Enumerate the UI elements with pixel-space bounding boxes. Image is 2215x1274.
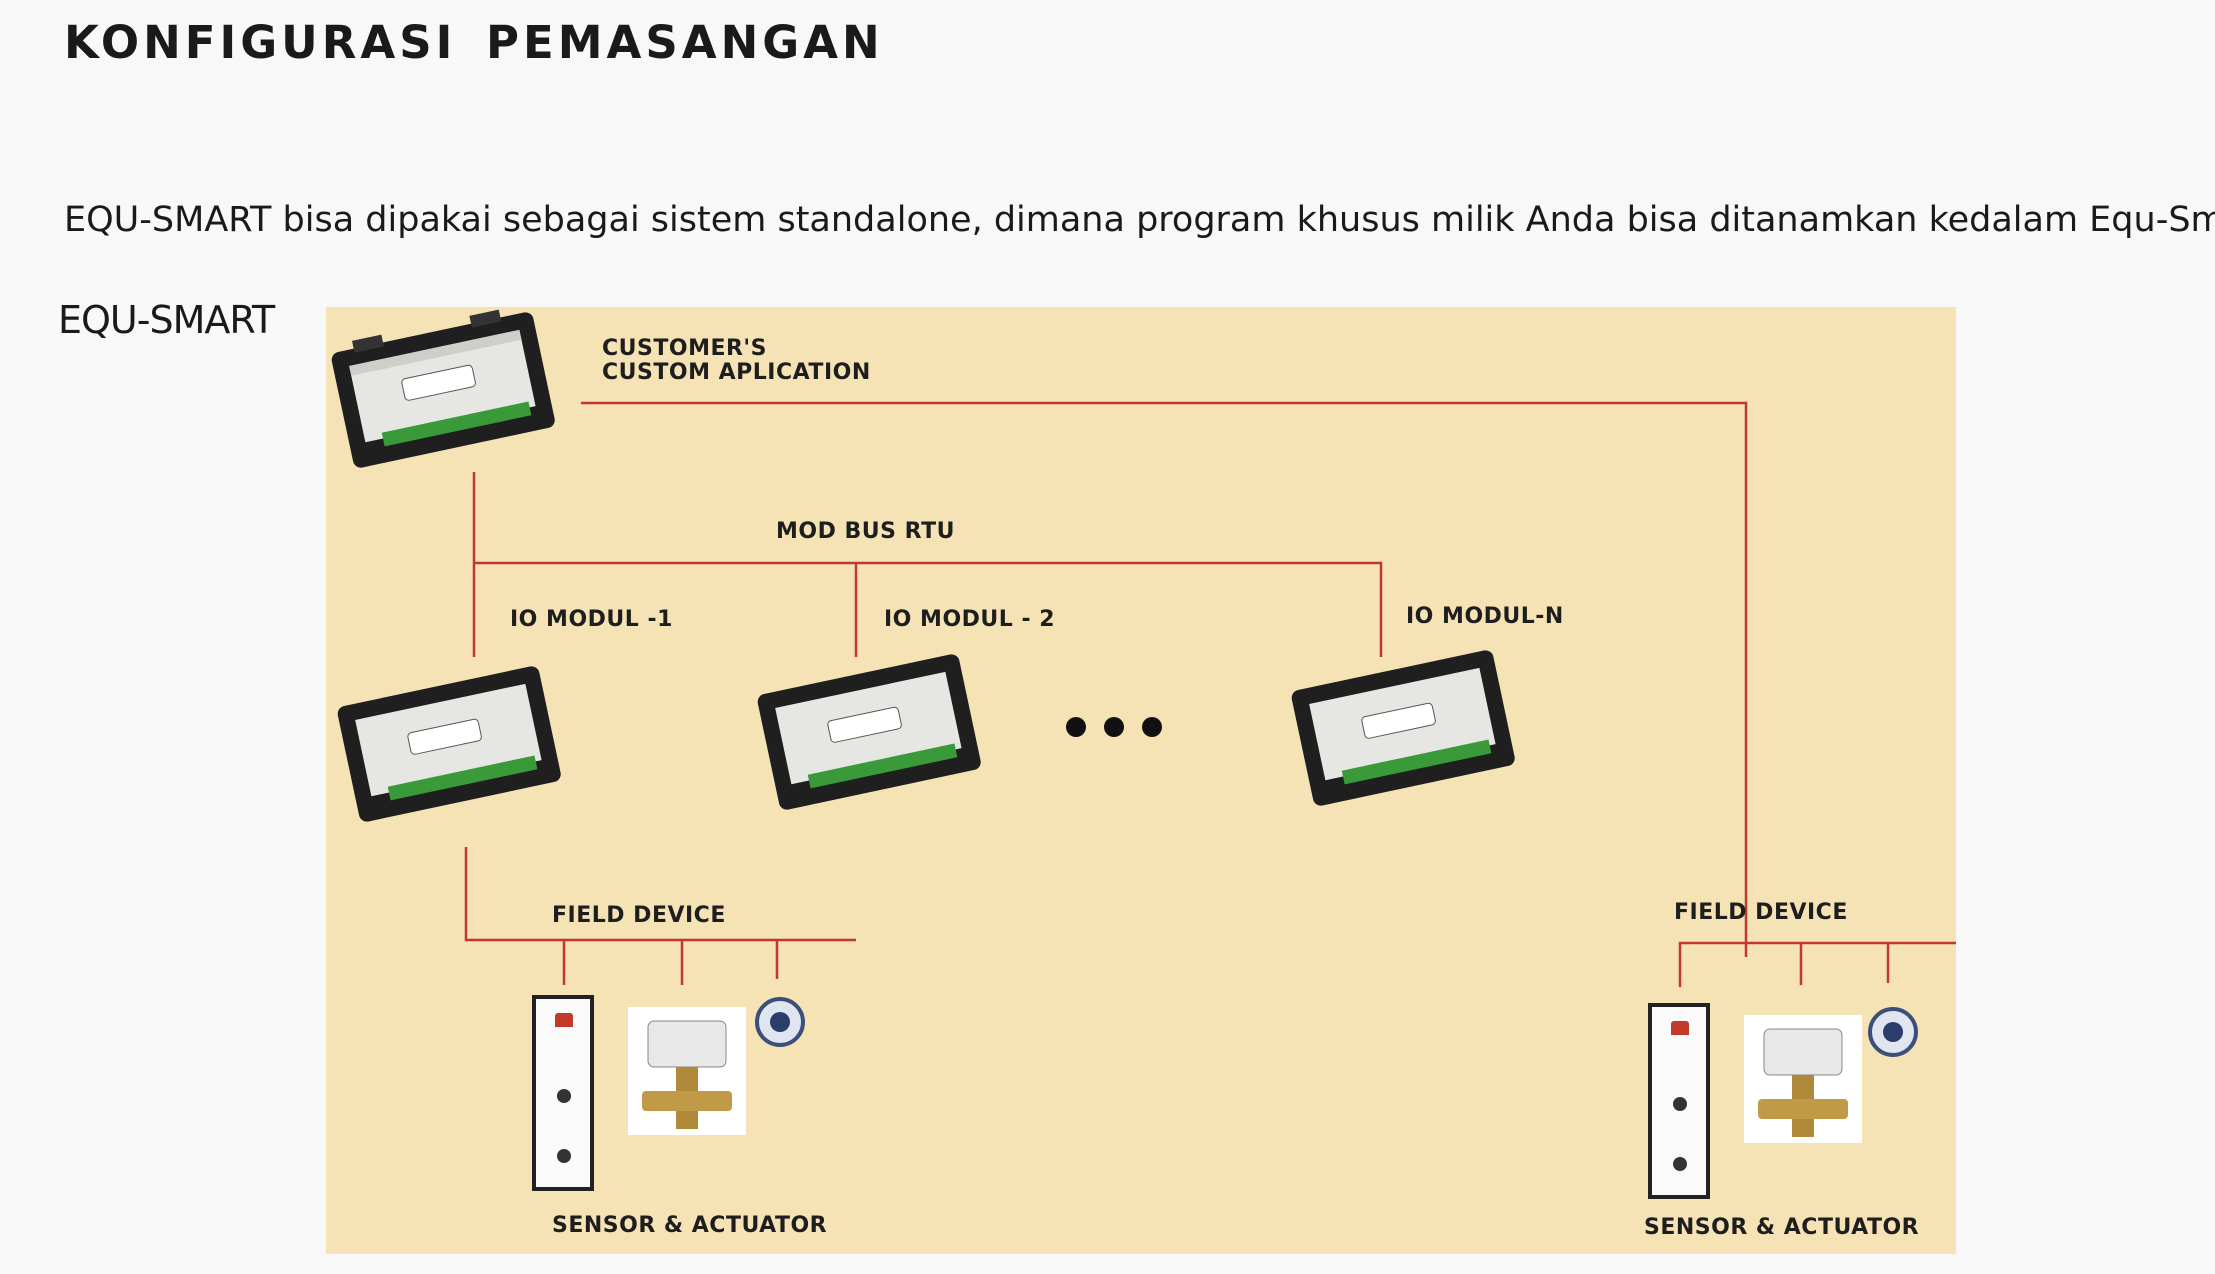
connection-lines: [464, 401, 1956, 987]
sensor-lens-icon: [1673, 1157, 1687, 1171]
io-module-2: [748, 640, 990, 822]
sensor-lens-icon: [557, 1149, 571, 1163]
ellipsis-dots: [1066, 717, 1162, 737]
intro-text: EQU-SMART bisa dipakai sebagai sistem st…: [64, 200, 2215, 240]
customer-app-label-line1: CUSTOMER'S: [602, 336, 768, 361]
equ-smart-label: EQU-SMART: [58, 298, 275, 342]
field-device-label-left: FIELD DEVICE: [552, 903, 726, 928]
sensor-actuator-label-right: SENSOR & ACTUATOR: [1644, 1215, 1920, 1240]
sensor-lens-icon: [1673, 1097, 1687, 1111]
dot: [1142, 717, 1162, 737]
io-module-label-n: IO MODUL-N: [1406, 604, 1564, 629]
page-title: KONFIGURASI PEMASANGAN: [64, 16, 884, 69]
io-module-n: [1282, 636, 1524, 818]
rotary-knob-right: [1866, 1005, 1920, 1059]
io-module-label-2: IO MODUL - 2: [884, 607, 1056, 632]
rotary-knob-left: [753, 995, 807, 1049]
field-line-right: [1678, 941, 1956, 987]
customer-app-label-line2: CUSTOM APLICATION: [602, 360, 871, 385]
dot: [1104, 717, 1124, 737]
modbus-line: [474, 561, 1383, 657]
valve-actuator-left: [628, 1007, 746, 1135]
io-module-1: [328, 652, 570, 834]
sensor-lens-icon: [557, 1089, 571, 1103]
field-line-left: [464, 847, 856, 942]
alarm-light-icon: [1671, 1021, 1689, 1035]
modbus-label: MOD BUS RTU: [776, 519, 955, 544]
controller-module: [322, 298, 564, 480]
alarm-light-icon: [555, 1013, 573, 1027]
dot: [1066, 717, 1086, 737]
customer-app-line: [581, 401, 1748, 957]
sensor-actuator-label-left: SENSOR & ACTUATOR: [552, 1213, 828, 1238]
sensor-panel-right: [1648, 1003, 1710, 1199]
installation-diagram: CUSTOMER'S CUSTOM APLICATION MOD BUS RTU…: [326, 307, 1956, 1254]
io-module-label-1: IO MODUL -1: [510, 607, 673, 632]
customer-app-label: CUSTOMER'S CUSTOM APLICATION: [602, 337, 871, 385]
field-device-label-right: FIELD DEVICE: [1674, 900, 1848, 925]
valve-actuator-right: [1744, 1015, 1862, 1143]
sensor-panel-left: [532, 995, 594, 1191]
